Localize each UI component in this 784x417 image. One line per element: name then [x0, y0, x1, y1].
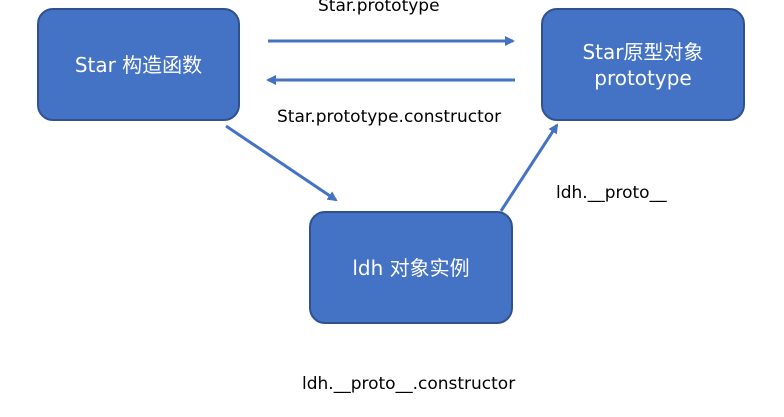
arrow-constructor-to-instance	[225, 124, 338, 202]
node-star-prototype: Star原型对象 prototype	[541, 8, 745, 121]
node-ldh-instance-label: ldh 对象实例	[352, 255, 470, 280]
node-star-constructor-label: Star 构造函数	[74, 52, 203, 77]
node-star-constructor: Star 构造函数	[37, 8, 240, 121]
node-star-prototype-label-line2: prototype	[594, 65, 692, 90]
node-ldh-instance: ldh 对象实例	[309, 211, 513, 324]
edge-label-star-prototype: Star.prototype	[318, 0, 440, 16]
edge-label-ldh-proto: ldh.__proto__	[556, 183, 667, 203]
edge-label-prototype-constructor: Star.prototype.constructor	[277, 107, 502, 127]
arrow-instance-to-prototype	[499, 123, 559, 212]
edge-label-ldh-proto-constructor: ldh.__proto__.constructor	[302, 374, 516, 394]
node-star-prototype-label-line1: Star原型对象	[582, 39, 704, 64]
